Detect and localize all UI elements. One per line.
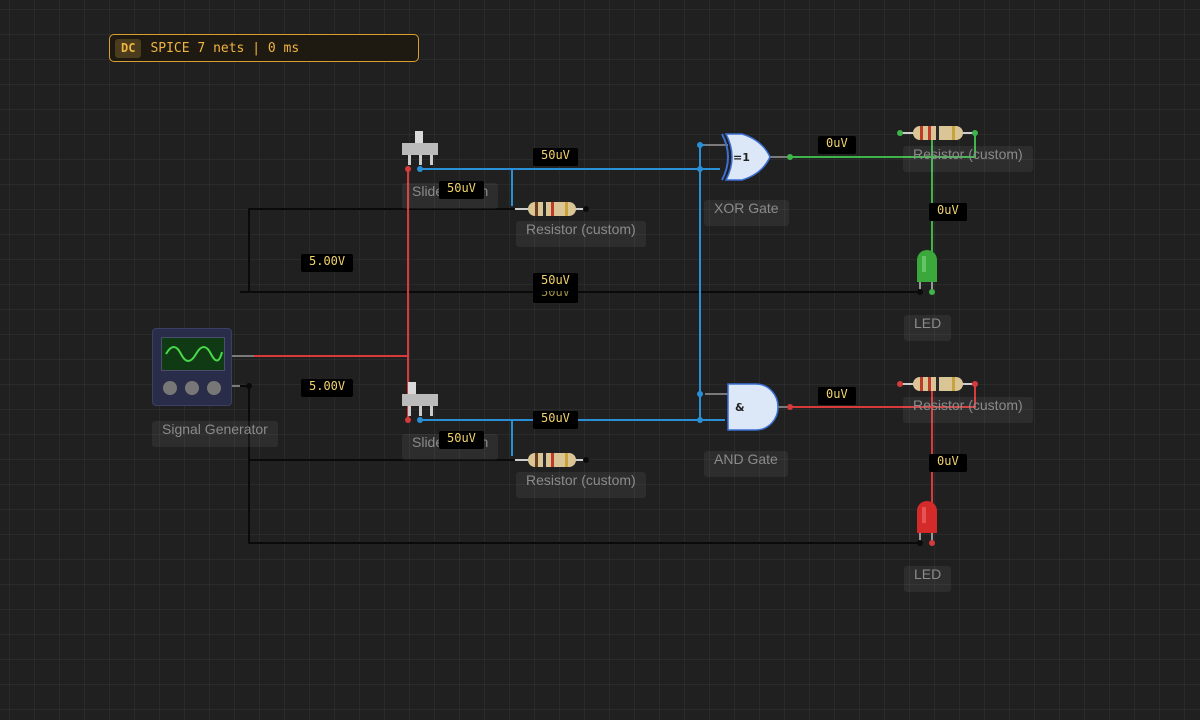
and-gate-symbol: &	[735, 401, 745, 414]
voltage-probe-generator-top[interactable]: 5.00V	[301, 254, 354, 272]
resistor-top-right-body[interactable]	[900, 126, 975, 140]
xor-gate-body[interactable]	[705, 133, 771, 181]
voltage-probe-switch-top[interactable]: 50uV	[533, 148, 578, 166]
sine-wave-icon	[161, 337, 225, 371]
voltage-probe-mid-upper[interactable]: 50uV	[533, 273, 578, 291]
voltage-probe-xor-out[interactable]: 0uV	[818, 136, 856, 154]
slide-switch-bottom[interactable]	[402, 382, 438, 418]
connection-dots	[246, 130, 978, 546]
voltage-probe-and-out[interactable]: 0uV	[818, 387, 856, 405]
voltage-probe-generator-bottom[interactable]: 5.00V	[301, 379, 354, 397]
resistor-bottom-right-label: Resistor (custom)	[903, 397, 1033, 423]
resistor-bottom-left-body[interactable]	[515, 453, 586, 467]
signal-generator[interactable]	[152, 328, 232, 406]
voltage-probe-resistor-bottom[interactable]: 50uV	[439, 431, 484, 449]
analysis-mode-badge[interactable]: DC	[115, 38, 142, 58]
resistor-top-left-label: Resistor (custom)	[516, 221, 646, 247]
simulation-status-text: SPICE 7 nets | 0 ms	[150, 40, 300, 56]
knob-icon[interactable]	[163, 381, 177, 395]
led-bottom-body[interactable]	[917, 501, 937, 543]
xor-gate-symbol: =1	[733, 151, 750, 164]
and-gate-body[interactable]	[727, 383, 779, 431]
simulation-status-bar: DC SPICE 7 nets | 0 ms	[109, 34, 419, 62]
wire-black-top[interactable]	[248, 208, 920, 293]
knob-icon[interactable]	[207, 381, 221, 395]
led-bottom-label: LED	[904, 566, 952, 592]
wire-black-bottom[interactable]	[240, 385, 920, 544]
switch-knob[interactable]	[415, 131, 423, 143]
voltage-probe-resistor-top[interactable]: 50uV	[439, 181, 484, 199]
resistor-bottom-left-label: Resistor (custom)	[516, 472, 646, 498]
led-top-label: LED	[904, 315, 952, 341]
xor-gate-label: XOR Gate	[704, 200, 789, 226]
voltage-probe-switch-bottom[interactable]: 50uV	[533, 411, 578, 429]
signal-generator-label: Signal Generator	[152, 421, 278, 447]
slide-switch-top[interactable]	[402, 131, 438, 167]
led-top-body[interactable]	[917, 250, 937, 292]
wire-red-and-out[interactable]	[790, 384, 976, 408]
and-gate-label: AND Gate	[704, 451, 788, 477]
voltage-probe-led-top[interactable]: 0uV	[929, 203, 967, 221]
switch-knob[interactable]	[408, 382, 416, 394]
wire-green-xor-out[interactable]	[790, 133, 976, 158]
voltage-probe-led-bottom[interactable]: 0uV	[929, 454, 967, 472]
resistor-bottom-right-body[interactable]	[900, 377, 975, 391]
resistor-top-right-label: Resistor (custom)	[903, 146, 1033, 172]
resistor-top-left-body[interactable]	[515, 202, 586, 216]
knob-icon[interactable]	[185, 381, 199, 395]
